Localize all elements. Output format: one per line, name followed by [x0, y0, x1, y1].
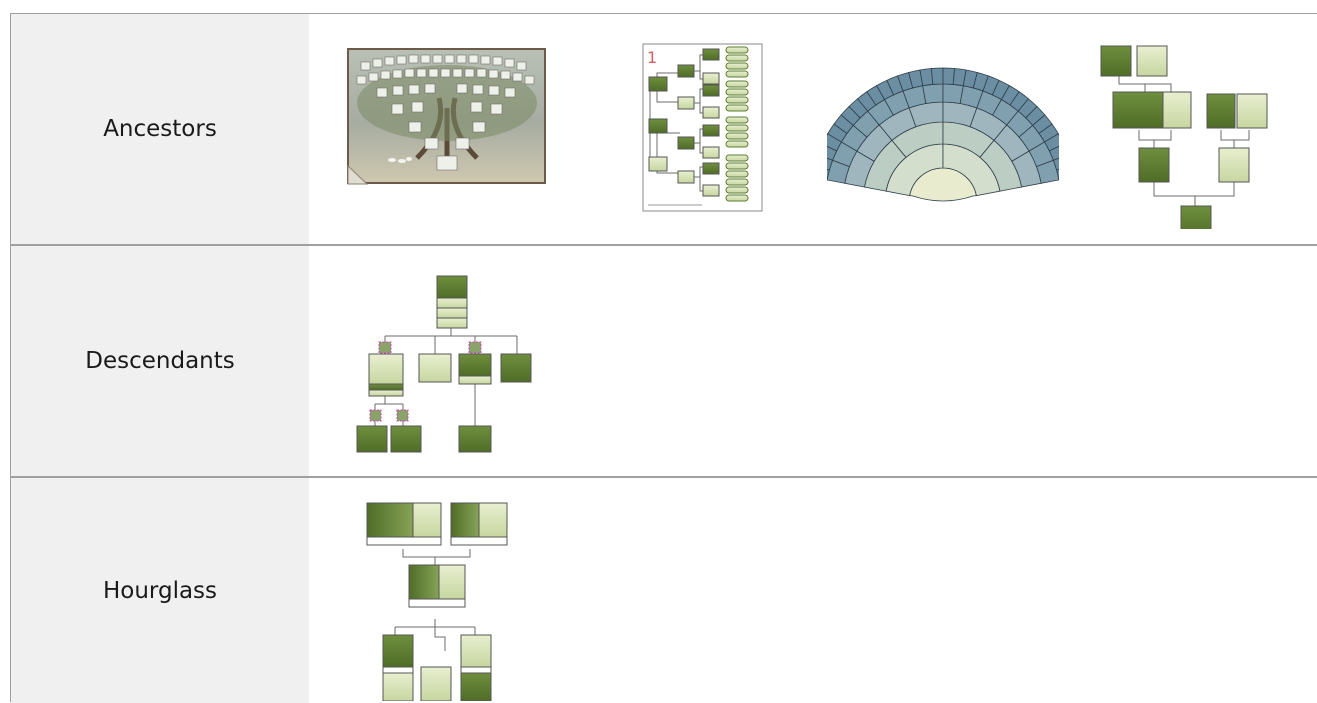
row-hourglass: Hourglass: [11, 478, 1317, 703]
ancestor-list-page-icon[interactable]: 1: [642, 43, 764, 213]
descendant-tree-icon[interactable]: [355, 274, 535, 459]
hourglass-thumbnails: [309, 478, 1317, 703]
row-label-ancestors: Ancestors: [11, 14, 309, 244]
row-descendants: Descendants: [11, 246, 1317, 478]
descendants-thumbnails: [309, 246, 1317, 476]
fan-chart-icon[interactable]: [827, 54, 1059, 204]
ancestors-thumbnails: 1: [309, 14, 1317, 244]
hourglass-tree-icon[interactable]: [365, 501, 515, 701]
row-label-descendants: Descendants: [11, 246, 309, 476]
row-label-hourglass: Hourglass: [11, 478, 309, 703]
family-tree-poster-icon[interactable]: [347, 48, 547, 186]
row-ancestors: Ancestors: [11, 14, 1317, 246]
ancestor-tree-icon[interactable]: [1099, 44, 1274, 229]
chart-type-table: Ancestors: [10, 13, 1317, 702]
page-number: 1: [647, 48, 657, 67]
